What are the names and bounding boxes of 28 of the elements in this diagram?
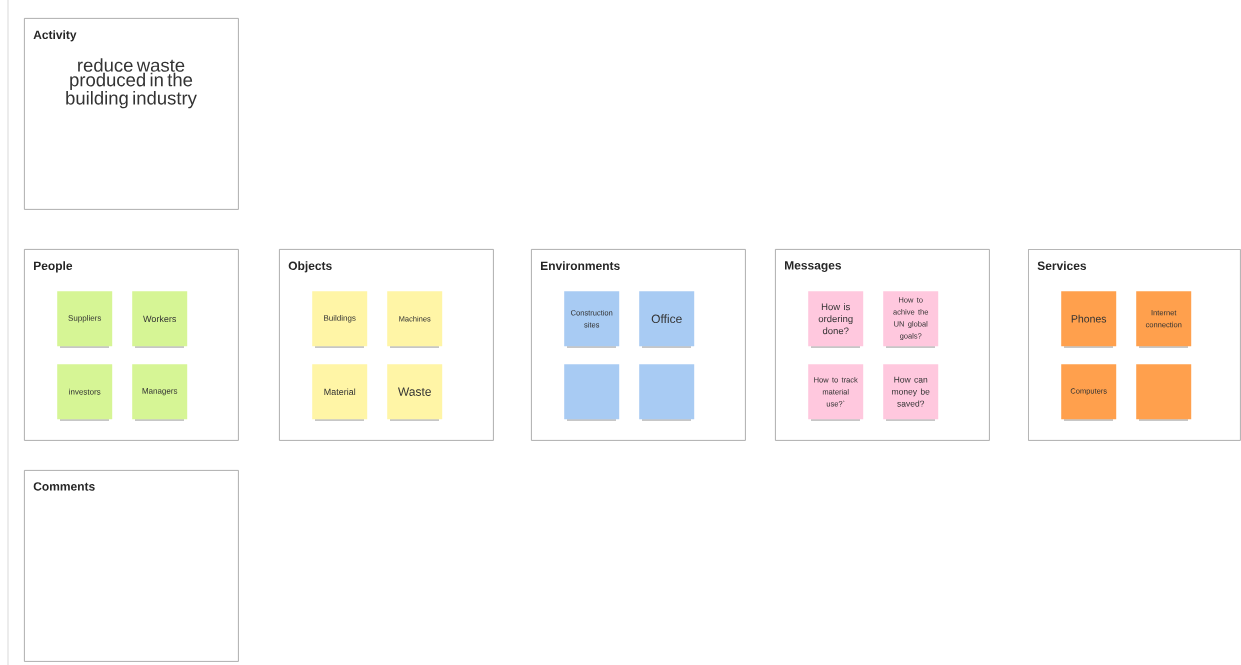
sticky-note: Office: [639, 291, 695, 348]
sticky-note: Material: [312, 364, 368, 421]
frame-box: [531, 249, 746, 441]
frame-heading: Environments: [541, 261, 620, 270]
sticky-note: Suppliers: [57, 291, 113, 348]
sticky-note: investors: [57, 364, 113, 421]
sticky-note: [1136, 364, 1192, 421]
frame-box: [24, 18, 239, 210]
sticky-note: Waste: [387, 364, 443, 421]
sticky-note: Phones: [1061, 291, 1117, 348]
sticky-note: Buildings: [312, 291, 368, 348]
frame-box: [279, 249, 494, 441]
sticky-note: [564, 364, 620, 421]
frame-heading: People: [34, 261, 73, 273]
frame-box: [24, 470, 239, 662]
frame-box: [775, 249, 990, 441]
frame-heading: Comments: [33, 482, 95, 491]
frame-heading: Activity: [33, 30, 77, 42]
frame-box: [24, 249, 239, 441]
sticky-note: Managers: [132, 364, 188, 421]
frame-text: reduce waste produced in the building industry: [66, 58, 197, 109]
sticky-note: Workers: [132, 291, 188, 348]
frame-heading: Objects: [288, 261, 332, 273]
sticky-note: [639, 364, 695, 421]
sticky-note: How can money be saved?: [883, 364, 939, 421]
sticky-note: How is ordering done?: [808, 291, 864, 348]
frame-heading: Services: [1037, 261, 1087, 270]
frame-heading: Messages: [785, 261, 842, 272]
